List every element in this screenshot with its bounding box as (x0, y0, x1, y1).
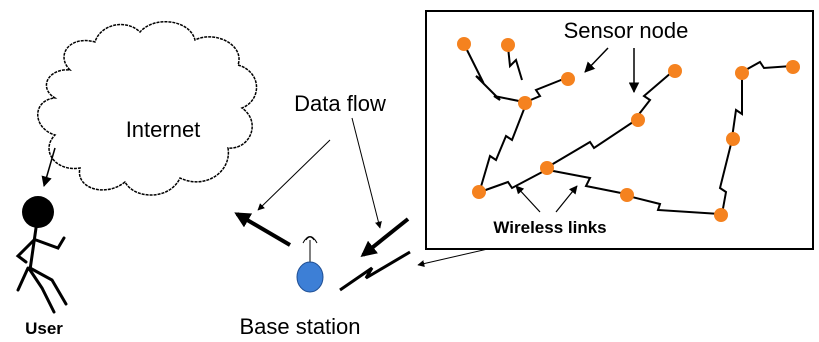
sensor-node-icon (501, 38, 515, 52)
internet-label: Internet (126, 117, 201, 142)
wireless-links-pointer-1 (515, 185, 541, 213)
sensor-node-icon (457, 37, 471, 51)
zigzag-link (635, 71, 673, 119)
cloud-to-user-arrow (41, 147, 56, 188)
sensor-wireless-links (465, 46, 793, 215)
sensor-node-label: Sensor node (564, 18, 689, 43)
wireless-links-label: Wireless links (493, 218, 606, 237)
base-station-icon (296, 236, 324, 293)
zigzag-link (545, 119, 637, 169)
sensor-node-icon (472, 185, 486, 199)
sensor-node-icon (518, 96, 532, 110)
data-flow-pointer-right (351, 117, 382, 229)
sensor-node-icon (540, 161, 554, 175)
sensor-node-icon (714, 208, 728, 222)
zigzag-link (479, 103, 527, 191)
zigzag-wireless-link-icon (339, 250, 411, 292)
sensor-node-icon (620, 188, 634, 202)
zigzag-link (465, 47, 525, 103)
sensor-node-icon (735, 66, 749, 80)
data-flow-pointer-left (257, 139, 331, 211)
sensor-node-icon (631, 113, 645, 127)
sensor-node-icon (726, 132, 740, 146)
data-flow-arrow-to-base (360, 217, 410, 257)
data-flow-arrow-to-internet (234, 212, 292, 247)
zigzag-link (731, 72, 743, 139)
sensor-node-icon (668, 64, 682, 78)
zigzag-link (507, 46, 523, 81)
wireless-links-pointer-2 (555, 185, 578, 213)
data-flow-label: Data flow (294, 91, 386, 116)
zigzag-link (547, 169, 627, 195)
base-station-label: Base station (239, 314, 360, 339)
zigzag-link (479, 169, 547, 193)
sensor-node-pointer-1 (584, 47, 609, 73)
sensor-node-icon (786, 60, 800, 74)
sensor-node-icon (561, 72, 575, 86)
zigzag-link (718, 139, 733, 215)
zigzag-link (741, 60, 793, 73)
user-stick-figure-icon (15, 196, 68, 314)
zigzag-link (525, 77, 567, 103)
user-label: User (25, 319, 63, 338)
sensor-nodes (457, 37, 800, 222)
cloud-icon (37, 21, 258, 196)
zigzag-link (627, 195, 721, 215)
